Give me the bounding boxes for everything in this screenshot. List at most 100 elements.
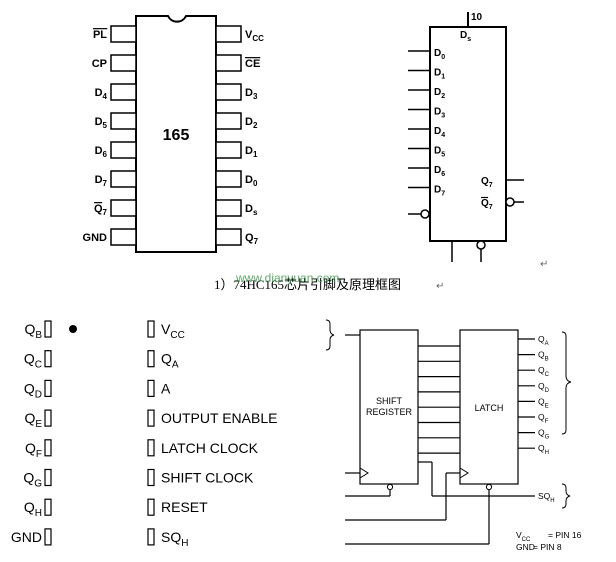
logic165-input-name: D4	[434, 126, 445, 139]
dip595-left-pin-name: QE	[24, 410, 42, 430]
dip595-left-pin-name-text: Q	[24, 351, 35, 367]
latch-output-name-text: Q	[538, 350, 545, 360]
logic165-input-name-sub: 6	[441, 171, 445, 178]
dip165-right-pin-name-text: D	[245, 203, 253, 215]
dip595-left-pin-name-sub: B	[35, 330, 42, 341]
dip165-left-pin-name: D5	[95, 116, 108, 130]
dip595-left-pin-tab	[44, 528, 52, 546]
latch-output-name: QC	[538, 365, 550, 378]
dip595-left-pin-name-text: Q	[25, 440, 36, 456]
latch-output-name-text: Q	[538, 443, 545, 453]
latch-output-name-text: Q	[538, 365, 545, 375]
dip595-right-pin-tab	[147, 379, 155, 397]
dip165-left-pin-name-text: CP	[92, 58, 107, 70]
dip165-left-pin-box	[110, 83, 137, 101]
logic165-input-name-sub: 0	[441, 54, 445, 61]
logic165-input-name-sub: 1	[441, 74, 445, 81]
logic165-input-name-sub: 3	[441, 113, 445, 120]
block595-diagram: SHIFT REGISTER LATCH QAQBQCQDQEQFQGQHSQH…	[325, 319, 582, 552]
latch-output-name-text: Q	[538, 381, 545, 391]
latch-output-name-sub: B	[545, 357, 549, 363]
dip165-left-pin-name-text: GND	[83, 232, 108, 244]
dip165-right-pin-name-sub: s	[253, 208, 258, 217]
dip165-right-pin-name-sub: CC	[252, 34, 264, 43]
dip595-left-pin-tab	[44, 498, 52, 516]
dip165-right-pin-box	[215, 25, 242, 43]
dip165-right-pin-name-sub: 0	[253, 179, 258, 188]
logic165-input-name-text: D	[434, 185, 441, 196]
latch-clock-triangle-icon	[459, 467, 469, 479]
logic165-input-name-sub: 7	[441, 191, 445, 198]
parallel-output-brace-icon	[561, 331, 572, 435]
dip165-right-pin-name-sub: 3	[253, 92, 258, 101]
logic165-input-name: D3	[434, 107, 445, 120]
dip595-left-pin-name: QC	[24, 351, 42, 371]
dip595-left-pin-tab	[44, 409, 52, 427]
vcc-note-rest: = PIN 16	[548, 530, 582, 540]
logic165-input-name-sub: 4	[441, 132, 445, 139]
dip165-right-pin-box	[215, 199, 242, 217]
dip165-right-pin-box	[215, 112, 242, 130]
dip165-left-pin-box	[110, 199, 137, 217]
dip595-left-pin-name-sub: C	[35, 360, 42, 371]
dip595-left-pin-name-sub: H	[35, 508, 42, 519]
dip165-right-pin-box	[215, 170, 242, 188]
logic165-input-name-text: D	[434, 146, 441, 157]
dip165-right-pin-name-text: Q	[245, 232, 254, 244]
latch-output-name-text: Q	[538, 412, 545, 422]
gnd-note-text: GND	[516, 542, 535, 552]
logic165-output-name: Q7	[481, 198, 493, 211]
dip595-left-pin-tab	[44, 350, 52, 368]
latch-output-name-sub: A	[545, 341, 549, 347]
latch-output-name: QG	[538, 428, 550, 441]
serial-out-brace-icon	[561, 483, 571, 509]
dip595-right-pin-name-text: V	[161, 321, 171, 337]
dip595-right-pin-name: QA	[161, 351, 179, 371]
dip595-right-pin-name: SQH	[161, 529, 188, 549]
dip595-right-pin-name-sub: CC	[170, 330, 184, 341]
dip595-left-pin-tab	[44, 320, 52, 338]
dip595-right-pin-tab	[147, 350, 155, 368]
dip165-left-pin-name-sub: 7	[103, 208, 108, 217]
latch-output-name-text: Q	[538, 334, 545, 344]
logic165-input-name-text: D	[434, 165, 441, 176]
dip595-left-pin-name-text: GND	[11, 529, 42, 545]
logic165-input-name-text: D	[434, 87, 441, 98]
latch-output-name-sub: C	[545, 372, 550, 378]
logic165-input-name: D6	[434, 165, 445, 178]
dip595-right-pin-name-sub: H	[181, 538, 188, 549]
logic165-input-name-sub: 5	[441, 152, 445, 159]
dip595-right-pin-name: LATCH CLOCK	[161, 440, 259, 456]
dip165-left-pin-name: GND	[83, 232, 108, 244]
latch-output-name-sub: F	[545, 419, 549, 425]
latch-output-name-sub: D	[545, 388, 550, 394]
logic165-output-name-sub: 7	[489, 182, 493, 189]
dip595-left-pin-name: QB	[24, 321, 42, 341]
logic165-ce-bubble-icon	[476, 240, 486, 250]
dip165-right-pin-name: D0	[245, 174, 258, 188]
dip595-left-pin-name-text: Q	[24, 410, 35, 426]
gnd-note-rest: = PIN 8	[533, 542, 562, 552]
vcc-note: VCC	[516, 530, 531, 543]
latch-output-name-text: Q	[538, 428, 545, 438]
dip595-left-pin-name-text: Q	[24, 321, 35, 337]
latch-output-name: QE	[538, 396, 549, 409]
dip165-left-pin-box	[110, 54, 137, 72]
dip165-right-pin-name-text: D	[245, 87, 253, 99]
dip165-right-pin-box	[215, 141, 242, 159]
dip165-left-pin-box	[110, 112, 137, 130]
logic165-input-name: D0	[434, 48, 445, 61]
serial-out-name-text: SQ	[538, 491, 551, 501]
shift-register-label-1: SHIFT	[376, 396, 403, 406]
dip595-left-pin-name-sub: E	[35, 419, 42, 430]
dip165-left-pin-name-sub: 4	[103, 92, 108, 101]
dip595-right-pin-name: SHIFT CLOCK	[161, 470, 254, 486]
pin1-dot-icon	[69, 325, 77, 333]
dip165-left-pin-name: D7	[95, 174, 108, 188]
dip165-left-pin-box	[110, 170, 137, 188]
dip595-right-pin-tab	[147, 498, 155, 516]
